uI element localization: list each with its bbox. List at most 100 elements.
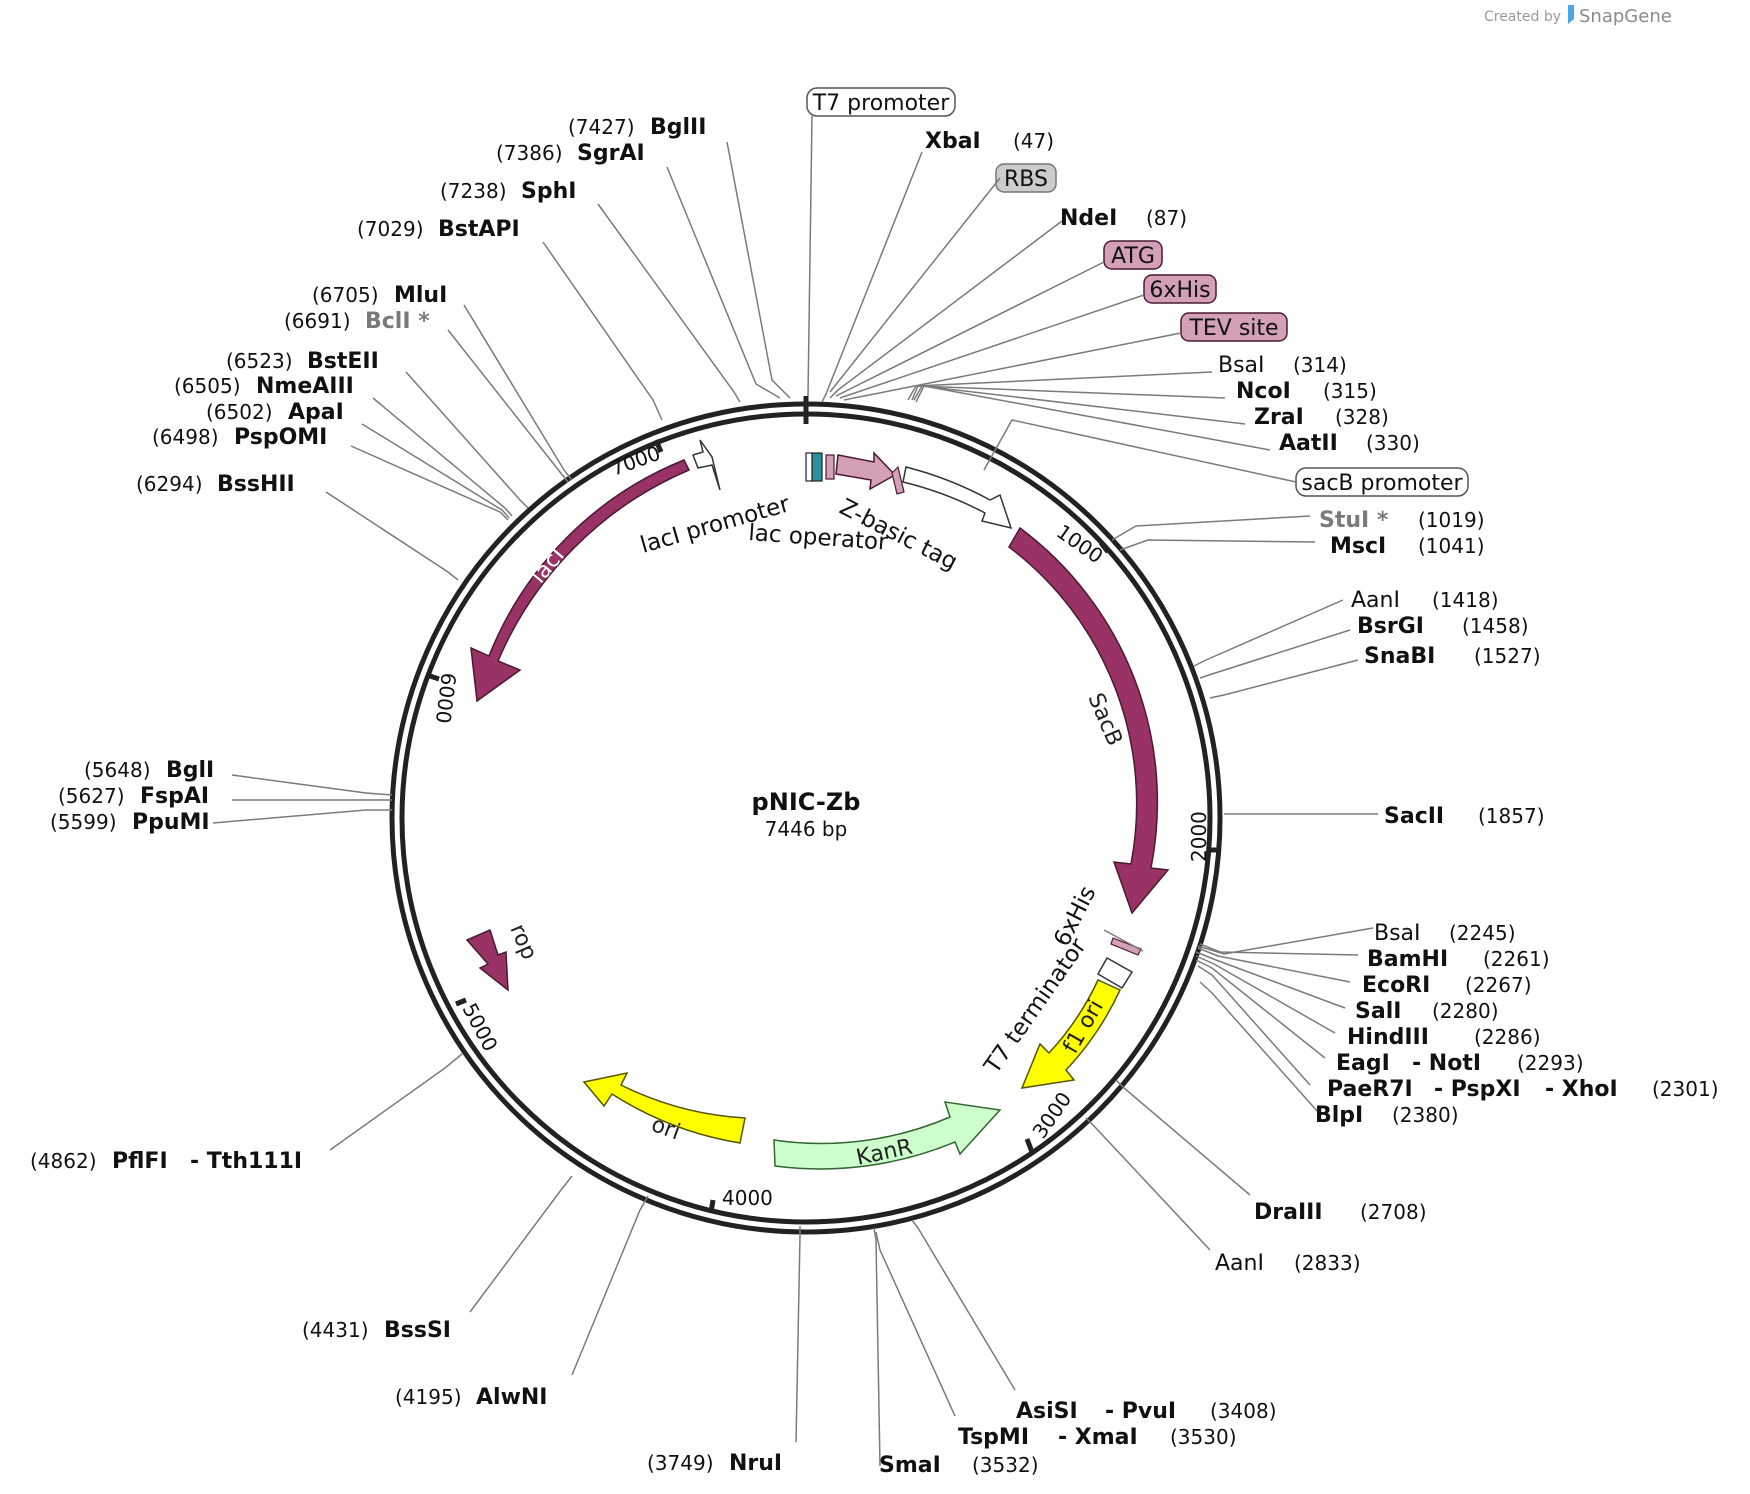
- t7-terminator-block[interactable]: [1096, 956, 1134, 990]
- site-aani-1418[interactable]: AanI (1418): [1351, 588, 1499, 613]
- site-sacii[interactable]: SacII (1857): [1384, 804, 1545, 829]
- site-sphi[interactable]: (7238) SphI: [440, 179, 576, 204]
- site-xbai[interactable]: XbaI (47): [925, 129, 1054, 154]
- site-ecori[interactable]: EcoRI (2267): [1362, 973, 1532, 998]
- laci-promoter-arrow[interactable]: [692, 439, 721, 491]
- his6-feature-block[interactable]: [1110, 937, 1142, 956]
- site-stui[interactable]: StuI * (1019): [1319, 508, 1485, 533]
- site-paer7i-pspxi-xhoi[interactable]: PaeR7I - PspXI - XhoI (2301): [1327, 1077, 1719, 1102]
- svg-text:- XhoI: - XhoI: [1545, 1077, 1618, 1102]
- site-aatii[interactable]: AatII (330): [1279, 431, 1420, 456]
- svg-text:TEV site: TEV site: [1188, 316, 1278, 341]
- his6-top-box[interactable]: 6xHis: [1143, 274, 1217, 304]
- site-bsteii[interactable]: (6523) BstEII: [226, 349, 379, 374]
- svg-text:(87): (87): [1146, 206, 1187, 230]
- svg-text:AanI: AanI: [1215, 1251, 1264, 1276]
- site-fspai[interactable]: (5627) FspAI: [58, 784, 209, 809]
- svg-text:(2293): (2293): [1517, 1051, 1584, 1075]
- site-tspmi-xmai[interactable]: TspMI - XmaI (3530): [958, 1425, 1237, 1450]
- svg-text:(3749): (3749): [647, 1451, 714, 1475]
- sacb-promoter-arrow[interactable]: [902, 466, 1013, 530]
- svg-text:EcoRI: EcoRI: [1362, 973, 1430, 998]
- site-sali[interactable]: SalI (2280): [1355, 999, 1499, 1024]
- site-smai[interactable]: SmaI (3532): [879, 1453, 1039, 1478]
- site-asisi-pvui[interactable]: AsiSI - PvuI (3408): [1016, 1399, 1277, 1424]
- site-apai[interactable]: (6502) ApaI: [206, 400, 344, 425]
- site-bstapi[interactable]: (7029) BstAPI: [357, 217, 520, 242]
- site-bcli[interactable]: (6691) BclI *: [284, 309, 430, 334]
- site-snabi[interactable]: SnaBI (1527): [1364, 644, 1541, 669]
- site-bsssi[interactable]: (4431) BssSI: [302, 1318, 451, 1343]
- svg-text:PpuMI: PpuMI: [132, 810, 210, 835]
- kanr-arrow[interactable]: [773, 1101, 1002, 1170]
- site-bsshii[interactable]: (6294) BssHII: [136, 472, 295, 497]
- site-eagi-noti[interactable]: EagI - NotI (2293): [1336, 1051, 1584, 1076]
- svg-text:(5648): (5648): [84, 758, 151, 782]
- svg-text:(2286): (2286): [1474, 1025, 1541, 1049]
- svg-text:(6498): (6498): [152, 425, 219, 449]
- svg-text:NcoI: NcoI: [1236, 379, 1291, 404]
- svg-text:SalI: SalI: [1355, 999, 1401, 1024]
- site-bamhi[interactable]: BamHI (2261): [1367, 947, 1550, 972]
- rbs-box[interactable]: RBS: [995, 163, 1057, 193]
- site-ndei[interactable]: NdeI (87): [1060, 206, 1187, 231]
- svg-text:AanI: AanI: [1351, 588, 1400, 613]
- site-bsai-314[interactable]: BsaI (314): [1218, 353, 1347, 378]
- svg-text:(4431): (4431): [302, 1318, 369, 1342]
- svg-text:(1857): (1857): [1478, 804, 1545, 828]
- site-hindiii[interactable]: HindIII (2286): [1347, 1025, 1541, 1050]
- svg-text:(1041): (1041): [1418, 534, 1485, 558]
- svg-text:(2833): (2833): [1294, 1251, 1361, 1275]
- ori-arrow[interactable]: [582, 1071, 746, 1144]
- atg-his-tev-blocks[interactable]: [825, 454, 835, 480]
- svg-text:BamHI: BamHI: [1367, 947, 1448, 972]
- lac-operator-block[interactable]: [811, 452, 823, 482]
- svg-text:(7386): (7386): [496, 141, 563, 165]
- svg-text:(1458): (1458): [1462, 614, 1529, 638]
- atg-box[interactable]: ATG: [1103, 240, 1163, 270]
- site-mlui[interactable]: (6705) MluI: [312, 283, 447, 308]
- svg-text:(5599): (5599): [50, 810, 117, 834]
- svg-text:StuI *: StuI *: [1319, 508, 1389, 533]
- rop-arrow[interactable]: [465, 928, 509, 992]
- f1-ori-arrow[interactable]: [1020, 979, 1121, 1089]
- laci-feature-arrow[interactable]: [470, 459, 691, 703]
- svg-text:(2267): (2267): [1465, 973, 1532, 997]
- svg-text:(2245): (2245): [1449, 921, 1516, 945]
- svg-text:(314): (314): [1293, 353, 1347, 377]
- kanr-label: KanR: [854, 1135, 915, 1171]
- site-msci[interactable]: MscI (1041): [1330, 534, 1485, 559]
- site-sgrai[interactable]: (7386) SgrAI: [496, 141, 645, 166]
- site-zrai[interactable]: ZraI (328): [1254, 405, 1389, 430]
- t7-promoter-box[interactable]: T7 promoter: [806, 87, 956, 117]
- site-bsrgi[interactable]: BsrGI (1458): [1357, 614, 1529, 639]
- site-alwni[interactable]: (4195) AlwNI: [395, 1385, 548, 1410]
- tev-site-box[interactable]: TEV site: [1180, 312, 1288, 342]
- site-bglii[interactable]: (7427) BglII: [568, 115, 706, 140]
- svg-text:(6502): (6502): [206, 400, 273, 424]
- site-draiii[interactable]: DraIII (2708): [1254, 1200, 1427, 1225]
- svg-text:(330): (330): [1366, 431, 1420, 455]
- sacb-promoter-box[interactable]: sacB promoter: [1295, 467, 1469, 497]
- svg-text:sacB promoter: sacB promoter: [1301, 471, 1463, 496]
- site-aani-2833[interactable]: AanI (2833): [1215, 1251, 1361, 1276]
- site-bsai-2245[interactable]: BsaI (2245): [1374, 921, 1516, 946]
- site-ncoi[interactable]: NcoI (315): [1236, 379, 1377, 404]
- site-pflfi-tth111i[interactable]: (4862) PflFI - Tth111I: [30, 1149, 302, 1174]
- svg-text:ZraI: ZraI: [1254, 405, 1304, 430]
- svg-text:BssSI: BssSI: [384, 1318, 451, 1343]
- sacb-feature-arrow[interactable]: [1008, 526, 1170, 915]
- site-pspomi[interactable]: (6498) PspOMI: [152, 425, 327, 450]
- svg-text:(2261): (2261): [1483, 947, 1550, 971]
- zbasic-tag-arrow[interactable]: [835, 451, 897, 491]
- svg-text:(7427): (7427): [568, 115, 635, 139]
- svg-text:(7029): (7029): [357, 217, 424, 241]
- site-bgli[interactable]: (5648) BglI: [84, 758, 214, 783]
- site-blpi[interactable]: BlpI (2380): [1315, 1103, 1459, 1128]
- site-nrui[interactable]: (3749) NruI: [647, 1451, 782, 1476]
- t7-promoter-block[interactable]: [805, 452, 813, 482]
- site-nmeaiii[interactable]: (6505) NmeAIII: [174, 374, 354, 399]
- site-ppumi[interactable]: (5599) PpuMI: [50, 810, 210, 835]
- tev-site-block[interactable]: [891, 465, 905, 495]
- tev-leader: [843, 332, 1182, 401]
